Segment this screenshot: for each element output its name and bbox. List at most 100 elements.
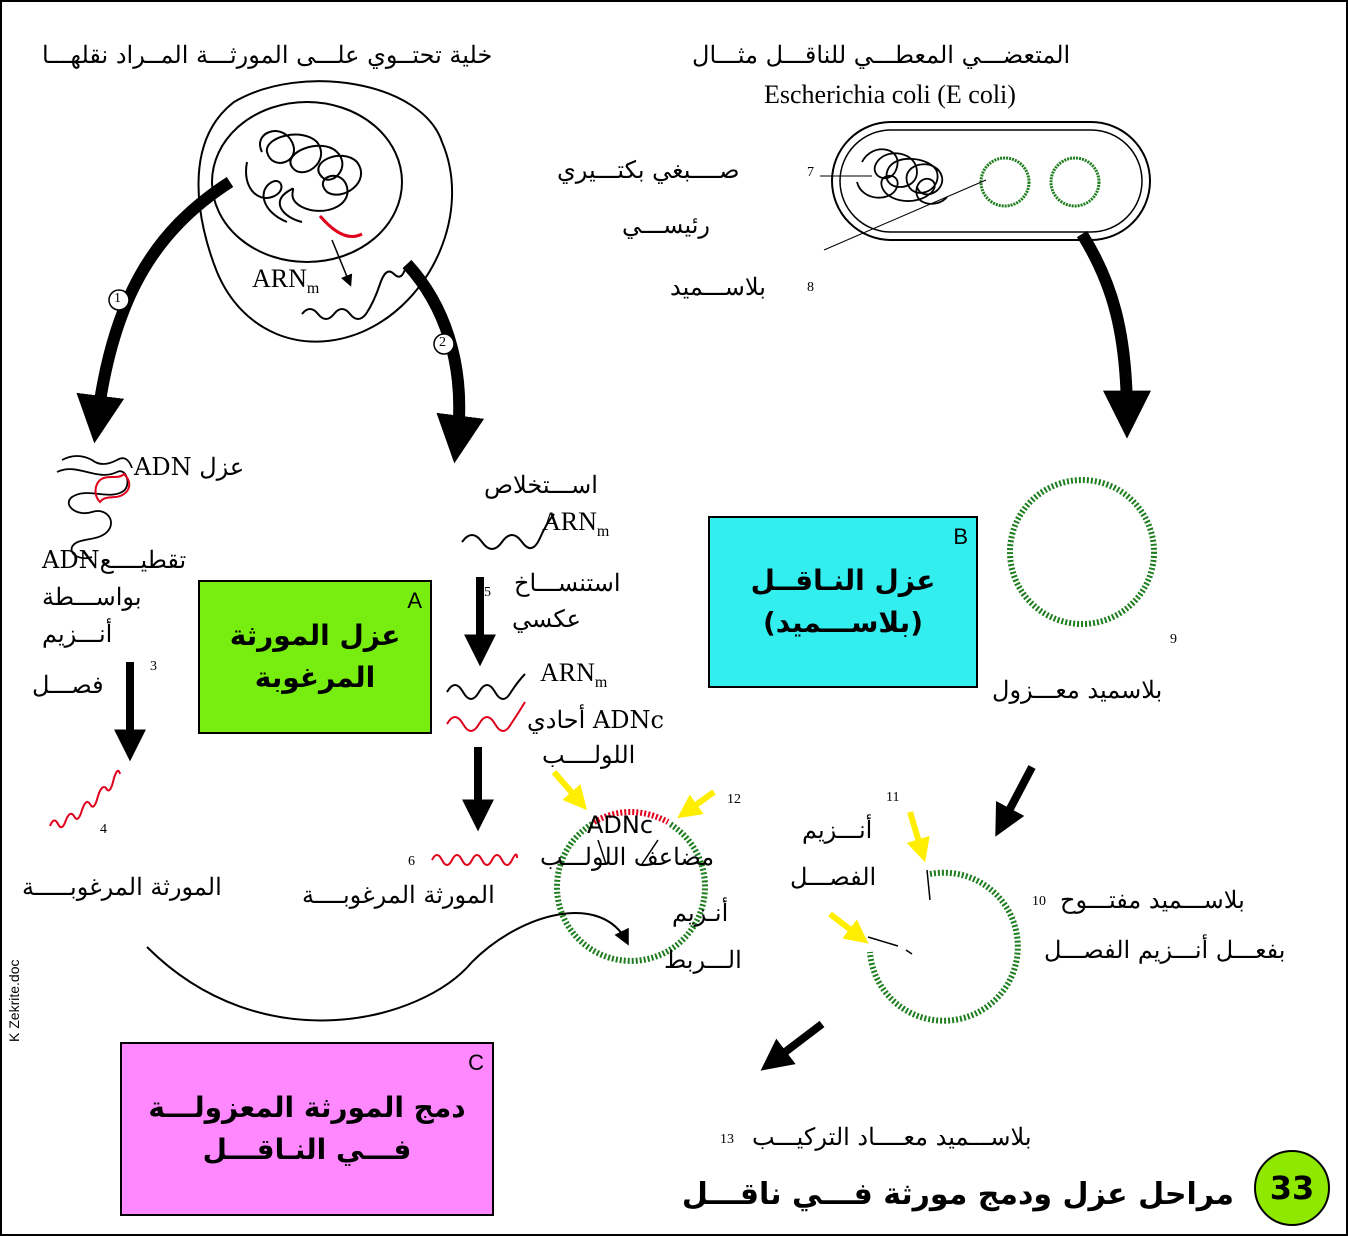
cut-label-3: أنـــزيم (42, 620, 113, 648)
cut-label-4: فصـــل (32, 671, 104, 699)
gene-fragment-a (49, 769, 121, 829)
arrow-to-recombinant (760, 1020, 825, 1071)
isolated-dna-gene (94, 472, 131, 504)
mrna-squiggle-1 (461, 513, 555, 550)
cell-mrna-squiggle (301, 265, 407, 320)
rt-label-1: استنســـاخ (514, 569, 621, 597)
step-13-number: 13 (720, 1132, 734, 1147)
box-a-line2: المرغوبة (254, 661, 376, 694)
cut-label-2: بواســـطة (42, 583, 142, 611)
bacterial-chromosome (856, 148, 948, 205)
arrow-bacterium-down (1076, 230, 1151, 439)
cut-enzyme-label-2: الفصـــل (790, 863, 877, 891)
step-10-number: 10 (1032, 894, 1046, 909)
mrna-squiggle-2 (446, 673, 526, 700)
extract-label: اســـتخلاص (484, 471, 598, 499)
cdna-single-label-1: ADNc أحادي (527, 706, 664, 734)
transcription-arrow (331, 239, 353, 287)
step-11-number: 11 (886, 790, 900, 805)
box-a: A عزل المورثة المرغوبة (198, 580, 432, 734)
cdna-single-label-2: اللولــــب (542, 741, 636, 769)
box-a-line1: عزل المورثة (229, 619, 401, 652)
cut-enzyme-label-1: أنـــزيم (802, 816, 873, 844)
box-c-letter: C (468, 1050, 484, 1075)
donor-cell-nucleus (211, 101, 403, 263)
isolated-plasmid (1007, 477, 1157, 627)
arrow-to-open-plasmid (995, 765, 1036, 837)
yellow-pointer-open (828, 911, 869, 944)
vector-name: Escherichia coli (E coli) (764, 80, 1016, 109)
yellow-pointer-11 (906, 811, 930, 863)
target-gene-segment (318, 215, 363, 239)
label-7: 7 (807, 165, 814, 180)
cut-mark-2 (867, 936, 899, 947)
figure-caption: مراحل عزل ودمج مورثة فـــي ناقـــل (681, 1177, 1234, 1212)
rt-label-2: عكسي (512, 605, 581, 633)
isolated-plasmid-label: بلاسميد معـــزول (992, 676, 1163, 704)
cut-mark-3 (905, 949, 913, 955)
step-2-number: 2 (439, 335, 446, 350)
box-b-line1: عزل النـاقــل (750, 564, 936, 597)
recombinant-plasmid-label: بلاســـميد معــــاد التركيـــب (752, 1123, 1032, 1151)
cdna-double-fragment (431, 853, 518, 866)
label-8: 8 (807, 280, 814, 295)
step-4-number: 4 (100, 822, 107, 837)
cdna-double-label-2: مضاعف اللولـــب (540, 843, 715, 871)
yellow-pointer-12 (677, 789, 716, 819)
step-5-number: 5 (484, 585, 491, 600)
arrow-step-1 (76, 176, 234, 444)
donor-cell-membrane (197, 80, 453, 343)
adn-isolation-label: عزل ADN (134, 453, 245, 481)
box-a-letter: A (407, 588, 422, 613)
yellow-pointer-left (551, 770, 588, 811)
opened-plasmid-label-1: بلاســـميد مفتـــوح (1060, 886, 1245, 914)
leader-line-8 (823, 179, 987, 251)
ligase-label-1: أنـزيم (672, 899, 729, 927)
desired-gene-label-a: المورثة المرغوبـــــة (22, 873, 222, 901)
opened-plasmid-label-2: بفعـــل أنـــزيم الفصـــل (1044, 936, 1286, 964)
box-b: B عزل النـاقــل (بلاســـميد) (708, 516, 978, 688)
nucleus-dna-loop (245, 161, 288, 223)
box-c: C دمج المورثة المعزولـــة فـــي النـاقـــ… (120, 1042, 494, 1216)
chromosome-label-2: رئيســـي (622, 211, 711, 239)
inserted-gene (592, 809, 670, 825)
cell-title: خلية تحتــوي علـــى المورثـــة المــراد … (42, 41, 493, 69)
step-9-number: 9 (1170, 632, 1177, 647)
junction-mark-2 (641, 839, 659, 865)
box-c-line1: دمج المورثة المعزولـــة (148, 1091, 466, 1124)
step-6-number: 6 (408, 854, 415, 869)
step-2-circle (433, 333, 455, 355)
step-3-number: 3 (150, 659, 157, 674)
cell-arn-label: ARNm (252, 264, 320, 298)
box-c-line2: فـــي النـاقـــل (202, 1133, 412, 1166)
ligase-label-2: الـــربط (664, 946, 742, 974)
bacterium-cell-wall (831, 121, 1151, 241)
credit-label: K Zekrite.doc (6, 959, 22, 1042)
desired-gene-label-b: المورثة المرغوبــــة (302, 881, 495, 909)
nucleus-dna-coil (259, 130, 362, 223)
arn-label-2: ARNm (540, 658, 608, 692)
figure-number-badge: 33 (1254, 1150, 1330, 1226)
box-b-letter: B (953, 524, 968, 549)
insertion-curve-arrow (146, 912, 629, 1022)
plasmid-label: بلاســـميد (670, 273, 766, 301)
chromosome-label-1: صــــبغي بكتـــيري (557, 156, 740, 184)
isolated-dna-tangle (56, 455, 133, 560)
junction-mark-1 (597, 839, 607, 865)
bacterium-membrane (839, 129, 1143, 233)
step-12-number: 12 (727, 792, 741, 807)
cut-label-1: تقطيــــعADN (42, 546, 187, 574)
bacterium-plasmid-1 (979, 156, 1031, 208)
step-1-number: 1 (114, 291, 121, 306)
cdna-single-squiggle (446, 701, 526, 732)
opened-plasmid (867, 869, 1021, 1024)
box-b-line2: (بلاســـميد) (763, 606, 923, 639)
cut-mark-1 (926, 869, 931, 901)
cdna-double-label-1: ADNc (587, 811, 654, 839)
step-1-circle (108, 289, 130, 311)
vector-title: المتعضـــي المعطـــي للناقـــل مثـــال (692, 41, 1071, 69)
bacterium-plasmid-2 (1049, 156, 1101, 208)
extract-arn-label: ARNm (542, 507, 610, 541)
